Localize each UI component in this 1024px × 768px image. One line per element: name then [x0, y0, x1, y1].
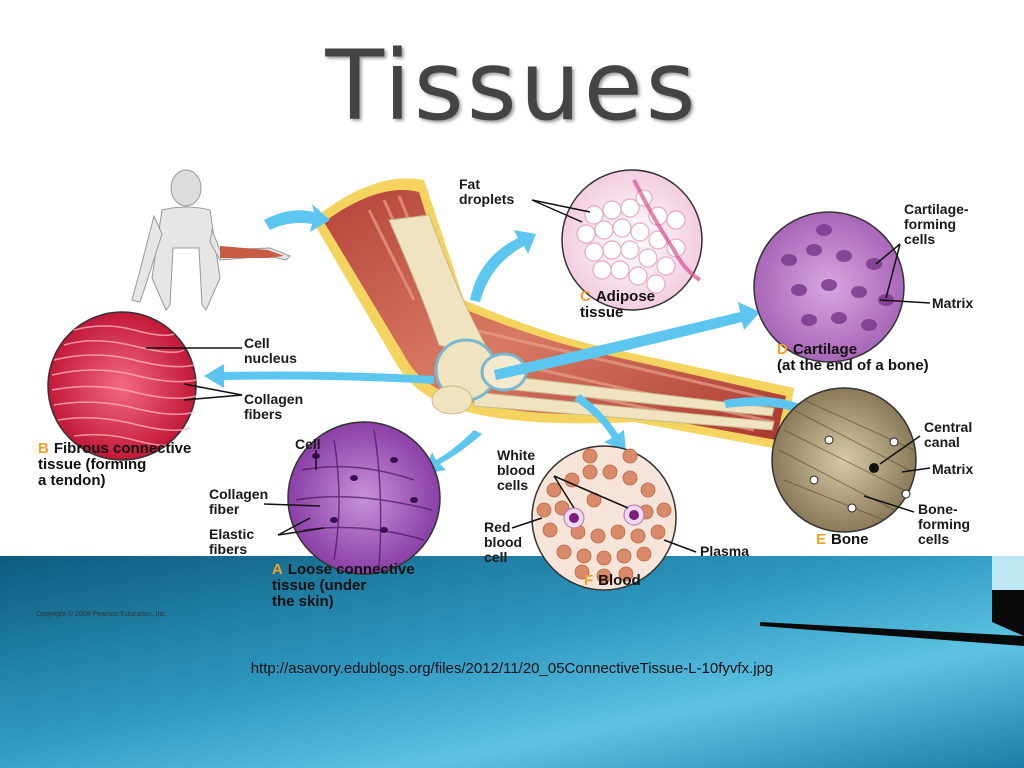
red-blood-cell-label: Red blood cell — [484, 519, 523, 565]
arrow-to-tendon-icon — [204, 364, 434, 388]
caption-text-f: Blood — [598, 572, 641, 589]
loose-connective-micrograph — [263, 421, 441, 575]
blood-micrograph — [511, 445, 697, 591]
arm-cross-section — [312, 178, 794, 450]
arrow-to-blood-icon — [574, 394, 626, 452]
caption-text-a: Loose connective tissue (under the skin) — [272, 561, 415, 610]
arrow-to-cartilage-icon — [494, 302, 760, 380]
cartilage-micrograph — [753, 211, 931, 363]
slide-title: Tissues — [325, 30, 699, 142]
caption-text-d: Cartilage (at the end of a bone) — [777, 341, 929, 374]
caption-text-e: Bone — [831, 531, 869, 548]
tendon-micrograph — [47, 311, 243, 461]
cartilage-forming-cells-label: Cartilage- forming cells — [904, 201, 969, 247]
figure-illustration — [47, 169, 931, 591]
caption-letter-c: C — [580, 288, 591, 305]
connective-tissue-figure: Fat droplets Cartilage- forming cells Ma… — [34, 160, 992, 622]
bone-matrix-label: Matrix — [932, 461, 974, 477]
caption-text-b: Fibrous connective tissue (forming a ten… — [38, 440, 192, 489]
arrow-to-adipose-icon — [470, 230, 536, 302]
human-figure-icon — [131, 169, 291, 311]
caption-letter-a: A — [272, 561, 283, 578]
fat-droplets-label: Fat droplets — [459, 176, 515, 207]
caption-letter-f: F — [584, 572, 594, 589]
bone-forming-cells-label: Bone- forming cells — [918, 501, 971, 547]
pointer-arrows — [204, 204, 820, 474]
elastic-fibers-label: Elastic fibers — [209, 526, 255, 557]
white-blood-cells-label: White blood cells — [497, 447, 536, 493]
caption-letter-e: E — [816, 531, 827, 548]
caption-letter-b: B — [38, 440, 49, 457]
caption-letter-d: D — [777, 341, 788, 358]
adipose-tissue-micrograph — [531, 169, 703, 311]
cell-nucleus-label: Cell nucleus — [244, 335, 297, 366]
cell-label: Cell — [295, 436, 321, 452]
arrow-to-bone-icon — [724, 397, 820, 422]
source-url: http://asavory.edublogs.org/files/2012/1… — [250, 660, 774, 677]
collagen-fibers-label: Collagen fibers — [244, 391, 304, 422]
bottom-band-decoration — [0, 556, 1024, 768]
bone-micrograph — [771, 387, 931, 533]
arrow-to-loose-tissue-icon — [424, 430, 482, 474]
caption-text-c: Adipose tissue — [580, 288, 656, 321]
cartilage-matrix-label: Matrix — [932, 295, 974, 311]
central-canal-label: Central canal — [924, 419, 973, 450]
arrow-to-arm-icon — [264, 204, 330, 232]
copyright-notice: Copyright © 2009 Pearson Education, Inc. — [36, 611, 167, 618]
plasma-label: Plasma — [700, 543, 750, 559]
collagen-fiber-label: Collagen fiber — [209, 486, 269, 517]
